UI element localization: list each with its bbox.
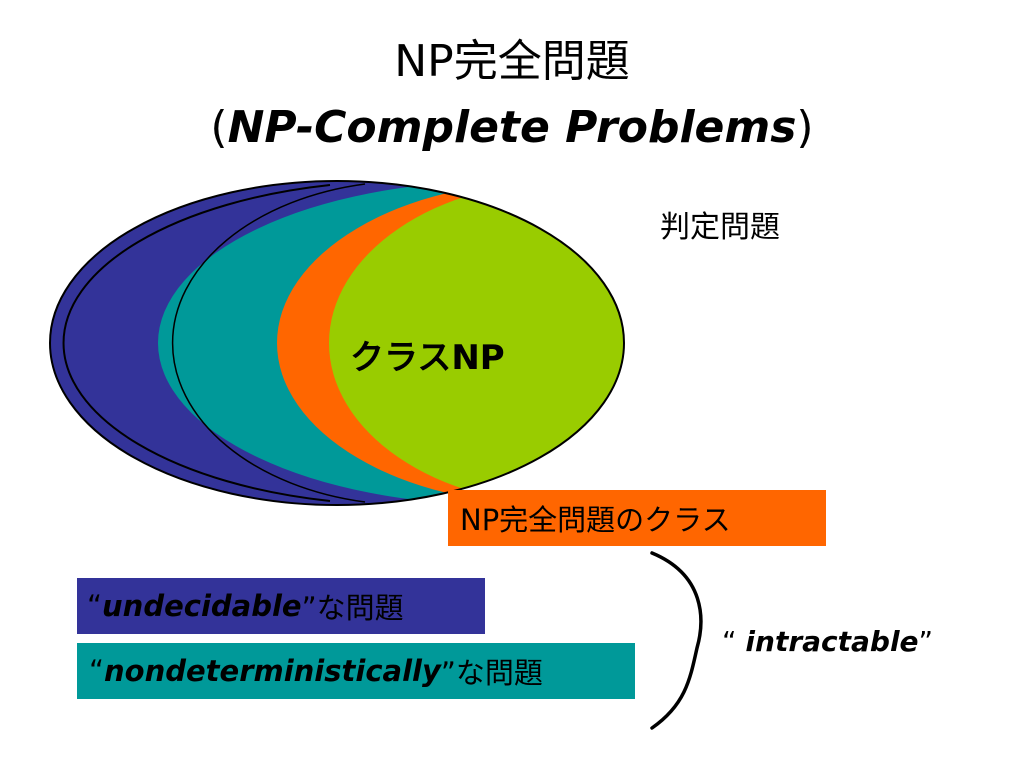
decision-problems-label: 判定問題: [660, 210, 780, 245]
slide-title: NP完全問題: [0, 40, 1024, 84]
subtitle-close-paren: ): [796, 102, 814, 153]
nondeterministic-box: “nondeterministically”な問題: [77, 643, 635, 699]
nondet-term: nondeterministically: [104, 654, 441, 688]
np-complete-class-box: NP完全問題のクラス: [448, 490, 826, 546]
decision-problems-outline: [49, 180, 625, 506]
class-np-region: [329, 181, 624, 505]
green-region-outline: [171, 183, 366, 503]
intractable-term: intractable: [745, 625, 919, 658]
intractable-open-quote: “: [722, 625, 746, 658]
intractable-label: “ intractable”: [722, 625, 933, 658]
teal-region-outline: [62, 184, 331, 502]
class-np-label: クラスNP: [350, 338, 505, 378]
nondet-suffix: ”な問題: [440, 656, 543, 690]
undecidable-box: “undecidable”な問題: [77, 578, 485, 634]
nondet-open-quote: “: [89, 654, 105, 688]
slide-subtitle: (NP-Complete Problems): [0, 106, 1024, 150]
undecidable-open-quote: “: [87, 589, 103, 623]
np-complete-class-text: NP完全問題のクラス: [460, 503, 731, 537]
undecidable-term: undecidable: [102, 589, 302, 623]
curly-brace-icon: [650, 551, 703, 730]
intractable-close-quote: ”: [918, 625, 934, 658]
subtitle-emphasis: NP-Complete Problems: [227, 102, 797, 153]
title-line1: NP完全問題: [394, 36, 630, 87]
subtitle-open-paren: (: [210, 102, 228, 153]
undecidable-suffix: ”な問題: [301, 591, 404, 625]
